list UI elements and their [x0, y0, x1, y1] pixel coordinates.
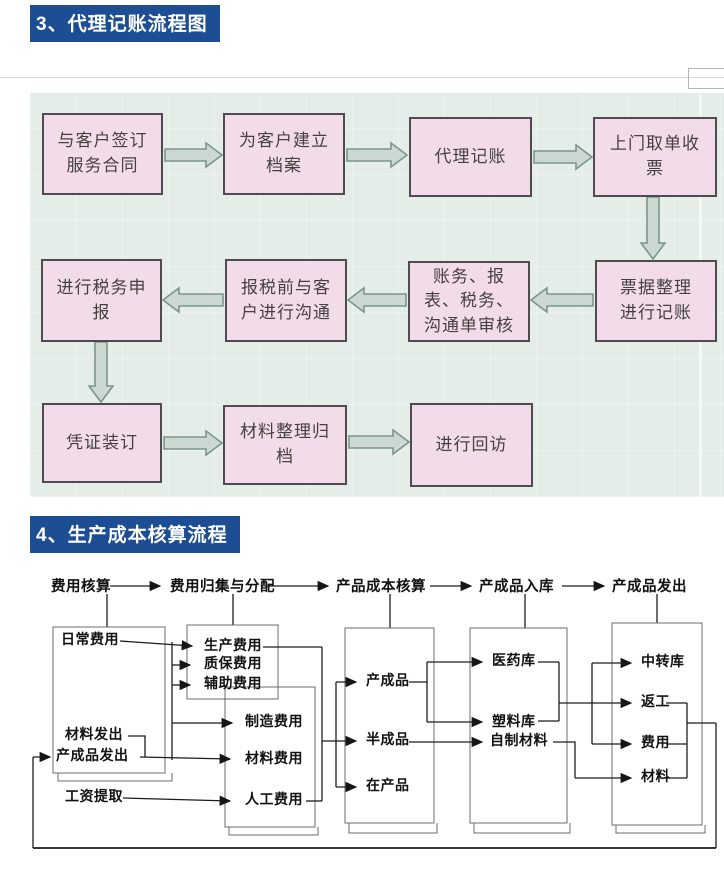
flow2-node-plastics-warehouse: 塑料库: [492, 715, 536, 730]
flow-box-material-archiving: 材料整理归 档: [223, 405, 347, 485]
production-cost-flowchart: 费用核算 费用归集与分配 产品成本核算 产成品入库 产成品发出 日常费用 材料发…: [0, 570, 724, 870]
flow2-node-wage-accrual: 工资提取: [65, 790, 123, 805]
flow2-node-rework: 返工: [641, 695, 670, 710]
arrow-down-icon: [87, 341, 115, 404]
flow2-node-material-expense: 材料费用: [245, 752, 303, 767]
flow2-node-quality-expense: 质保费用: [204, 657, 262, 672]
flow-box-pre-tax-communication: 报税前与客 户进行沟通: [225, 259, 347, 342]
flow2-node-semi-finished: 半成品: [366, 733, 410, 748]
flow2-node-material-issue: 材料发出: [65, 728, 123, 743]
flow2-node-work-in-process: 在产品: [366, 779, 410, 794]
flow-box-tax-declaration: 进行税务申 报: [41, 259, 162, 342]
flow-box-sign-contract: 与客户签订 服务合同: [42, 113, 163, 195]
flow-box-agency-bookkeeping: 代理记账: [409, 117, 532, 197]
flow2-header-goods-issue: 产成品发出: [612, 579, 687, 595]
flow2-node-finished-goods-issue: 产成品发出: [56, 749, 129, 764]
flow2-node-self-made-materials: 自制材料: [490, 734, 548, 749]
flow2-header-expense-accounting: 费用核算: [51, 579, 111, 595]
arrow-right-icon: [346, 141, 409, 169]
arrow-left-icon: [346, 286, 407, 314]
flow-box-sort-and-book: 票据整理 进行记账: [595, 260, 717, 342]
flow-box-collect-invoices: 上门取单收 票: [593, 117, 717, 197]
flow2-header-product-cost: 产品成本核算: [336, 579, 426, 595]
flow2-node-expense: 费用: [641, 736, 670, 751]
connector-lines-layer: [32, 580, 717, 849]
arrow-left-icon: [529, 286, 594, 314]
flow-box-voucher-binding: 凭证装订: [42, 403, 162, 483]
flow2-node-finished-goods: 产成品: [366, 674, 410, 689]
section-3-title: 3、代理记账流程图: [30, 5, 220, 42]
flow2-header-goods-warehousing: 产成品入库: [479, 579, 554, 595]
section-4-title: 4、生产成本核算流程: [30, 516, 240, 553]
arrow-right-icon: [348, 428, 411, 456]
arrow-right-icon: [163, 429, 224, 457]
flow-box-create-file: 为客户建立 档案: [223, 113, 345, 195]
flow-box-document-review: 账务、报 表、税务、 沟通单审核: [408, 261, 530, 342]
corner-outline-box: [688, 68, 724, 89]
arrow-down-icon: [639, 196, 667, 261]
flow2-node-production-expense: 生产费用: [204, 639, 262, 654]
flow2-header-expense-collection: 费用归集与分配: [170, 579, 275, 595]
arrow-right-icon: [533, 143, 594, 171]
arrow-right-icon: [164, 141, 224, 169]
separator-line: [0, 77, 724, 78]
flow2-node-transfer-warehouse: 中转库: [641, 655, 685, 670]
flow-box-follow-up-visit: 进行回访: [410, 403, 533, 487]
flow2-node-medicine-warehouse: 医药库: [492, 654, 536, 669]
agency-bookkeeping-flowchart: 与客户签订 服务合同 为客户建立 档案 代理记账 上门取单收 票 进行税务申 报…: [30, 93, 724, 497]
flow2-node-material: 材料: [641, 770, 670, 785]
flow2-node-labor-expense: 人工费用: [245, 793, 303, 808]
block-arrows-layer: [87, 141, 667, 457]
flow2-node-manufacturing-expense: 制造费用: [245, 715, 303, 730]
flow2-node-daily-expenses: 日常费用: [61, 633, 119, 648]
flow2-node-auxiliary-expense: 辅助费用: [204, 677, 262, 692]
arrow-left-icon: [161, 286, 224, 314]
